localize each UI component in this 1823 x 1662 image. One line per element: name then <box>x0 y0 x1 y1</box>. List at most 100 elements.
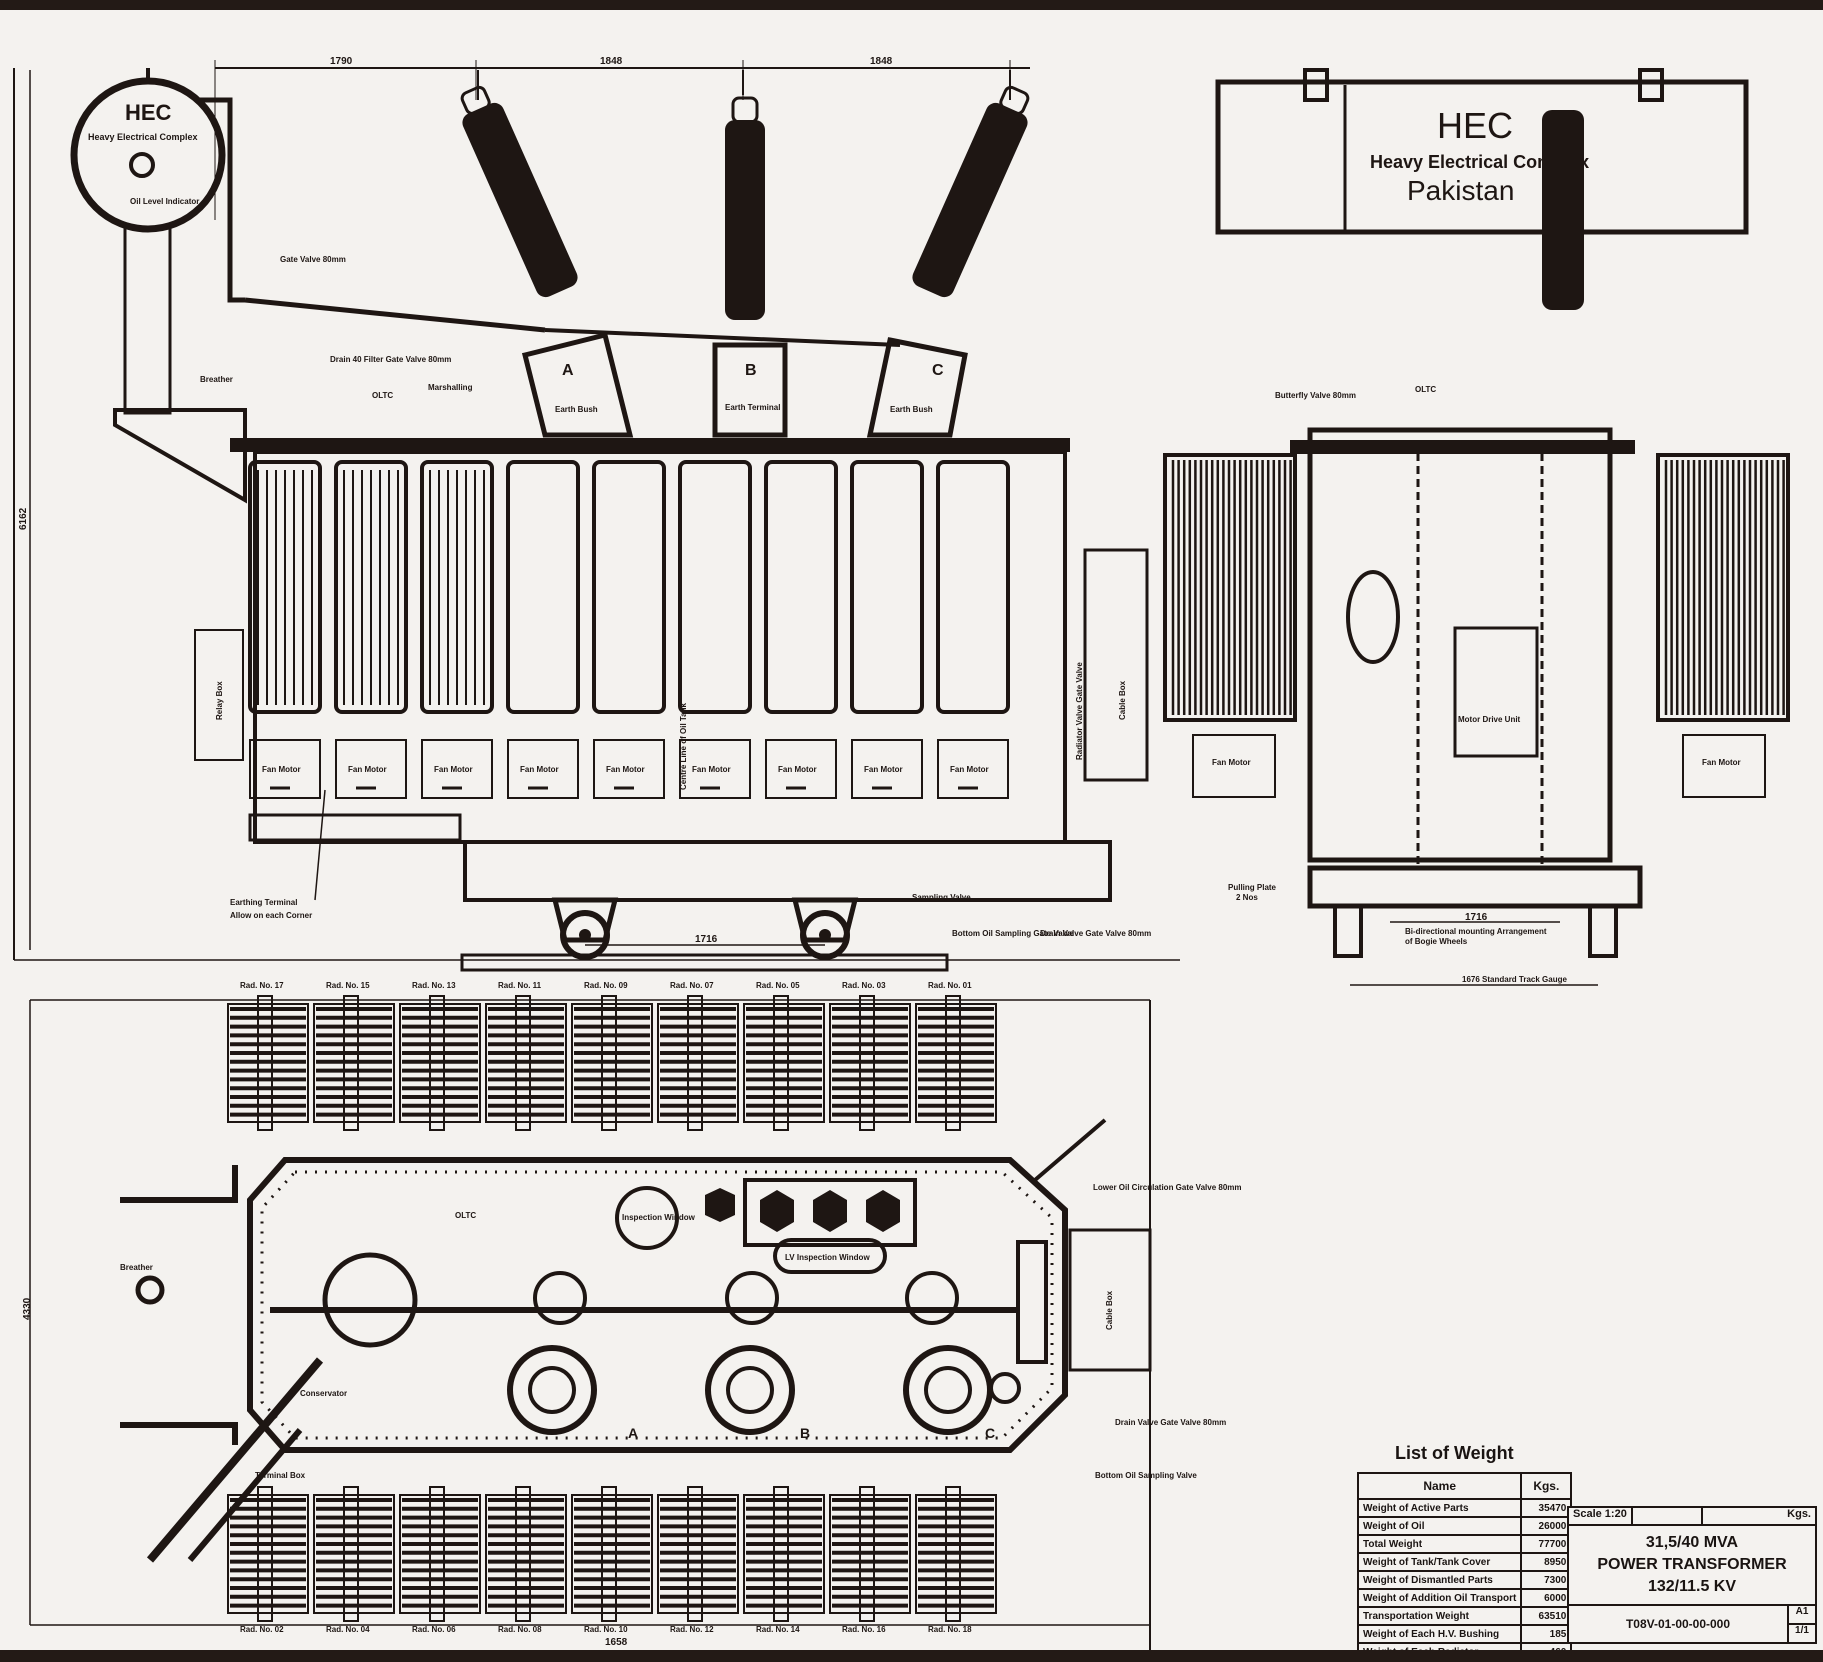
dimension-top-left: 1790 <box>330 56 353 67</box>
label-inspection-window: Inspection Window <box>622 1213 696 1222</box>
plan-bolt-ring <box>260 1170 1054 1440</box>
weight-row-name: Weight of Active Parts <box>1356 1498 1523 1518</box>
conservator-support <box>123 226 172 415</box>
plan-radiator <box>571 1003 653 1123</box>
radiator-header-pipe <box>343 1486 359 1622</box>
lv-bushing <box>760 1190 794 1232</box>
plan-phase-a: A <box>628 1425 638 1441</box>
weight-row-kgs: 35470 <box>1520 1498 1573 1518</box>
weight-row-name: Weight of Each H.V. Bushing <box>1356 1624 1523 1644</box>
plan-dimension-left: 4330 <box>22 1297 33 1320</box>
weight-list-title: List of Weight <box>1395 1443 1514 1463</box>
radiator-header-pipe <box>859 1486 875 1622</box>
drain-valve-icon <box>989 1372 1021 1404</box>
scan-bottom-edge <box>0 1650 1823 1662</box>
inspection-window <box>615 1186 679 1250</box>
label-side-oltc: OLTC <box>1415 385 1436 394</box>
bushing-c <box>912 70 1030 298</box>
fan-motor <box>421 739 493 799</box>
side-wheel-spacing: 1716 <box>1465 912 1488 923</box>
strut-diagonal <box>146 1357 324 1563</box>
label-plan-drain-valve: Drain Valve Gate Valve 80mm <box>1115 1418 1226 1427</box>
label-wheel-arrangement-sub: of Bogie Wheels <box>1405 937 1468 946</box>
title-block-scale-row: Scale 1:20 Kgs. <box>1569 1508 1815 1526</box>
tank-cover <box>230 438 1070 452</box>
weight-row-kgs: 26000 <box>1520 1516 1573 1536</box>
sheet-info: A1 1/1 <box>1789 1606 1815 1642</box>
flange <box>725 1271 779 1325</box>
weight-row-name: Total Weight <box>1356 1534 1523 1554</box>
bushing-b-label: Earth Terminal <box>725 403 780 412</box>
bushing-c-label: Earth Bush <box>890 405 933 414</box>
side-bushing <box>1542 110 1584 310</box>
fan-motor-label: Fan Motor <box>778 765 817 774</box>
cable-box <box>1083 548 1149 782</box>
conservator-bracket <box>113 408 247 504</box>
fan-motor <box>249 739 321 799</box>
radiator <box>936 460 1010 714</box>
fan-motor-label: Fan Motor <box>864 765 903 774</box>
label-butterfly-valve: Butterfly Valve 80mm <box>1275 391 1356 400</box>
lifting-lug <box>1638 68 1664 102</box>
plan-cable-box-outer <box>1068 1228 1152 1372</box>
side-base <box>1307 865 1643 909</box>
plan-radiator <box>915 1494 997 1614</box>
label-sampling-valve: Sampling Valve <box>912 893 971 902</box>
side-radiator-left <box>1163 453 1297 722</box>
plan-radiator <box>485 1494 567 1614</box>
radiator <box>506 460 580 714</box>
plan-radiator <box>657 1003 739 1123</box>
radiator <box>850 460 924 714</box>
bushing-a <box>460 70 578 298</box>
fan-motor-label: Fan Motor <box>692 765 731 774</box>
side-fan-label-left: Fan Motor <box>1212 758 1251 767</box>
lv-bushing <box>866 1190 900 1232</box>
label-drain-valve: Drain Valve Gate Valve 80mm <box>1040 929 1151 938</box>
wheel-right <box>791 897 859 960</box>
radiator-header-pipe <box>429 1486 445 1622</box>
side-tank <box>1307 427 1613 863</box>
side-fan-label-right: Fan Motor <box>1702 758 1741 767</box>
label-marshalling: Marshalling <box>428 383 473 392</box>
radiator-header-pipe <box>773 995 789 1131</box>
weight-row-kgs: 6000 <box>1520 1588 1573 1608</box>
side-radiator-right <box>1656 453 1790 722</box>
side-logo-hec: HEC <box>1437 105 1513 146</box>
radiator-header-pipe <box>687 995 703 1131</box>
scan-top-edge <box>0 0 1823 10</box>
fan-motor <box>937 739 1009 799</box>
radiator-header-pipe <box>859 995 875 1131</box>
oltc-conservator <box>1346 570 1400 664</box>
fan-motor <box>765 739 837 799</box>
fan-motor <box>507 739 579 799</box>
label-drain-filter: Drain 40 Filter Gate Valve 80mm <box>330 355 451 364</box>
weight-row-kgs: 63510 <box>1520 1606 1573 1626</box>
wheel-gauge-dimension: 1716 <box>695 934 718 945</box>
drawing-number: T08V-01-00-00-000 <box>1569 1606 1789 1642</box>
bushing-b <box>725 70 765 320</box>
side-logo-name: Heavy Electrical Complex <box>1370 152 1589 172</box>
label-oltc: OLTC <box>372 391 393 400</box>
side-wheel-right <box>1588 904 1618 958</box>
label-cable-box: Cable Box <box>1118 680 1127 720</box>
label-plan-oltc: OLTC <box>455 1211 476 1220</box>
side-fan-motor-left <box>1192 734 1276 798</box>
radiator-header-pipe <box>257 995 273 1131</box>
turret-a <box>521 331 634 438</box>
label-centre-line: Centre Line of Oil Tank <box>679 702 688 790</box>
label-pulling-plate-sub: 2 Nos <box>1236 893 1258 902</box>
weight-row-name: Weight of Tank/Tank Cover <box>1356 1552 1523 1572</box>
plan-radiator <box>657 1494 739 1614</box>
weight-row-name: Transportation Weight <box>1356 1606 1523 1626</box>
breather-icon <box>135 1275 165 1305</box>
fan-motor <box>593 739 665 799</box>
fan-motor <box>335 739 407 799</box>
label-gate-valve: Gate Valve 80mm <box>280 255 346 264</box>
weight-row-name: Weight of Oil <box>1356 1516 1523 1536</box>
fan-motor-label: Fan Motor <box>348 765 387 774</box>
